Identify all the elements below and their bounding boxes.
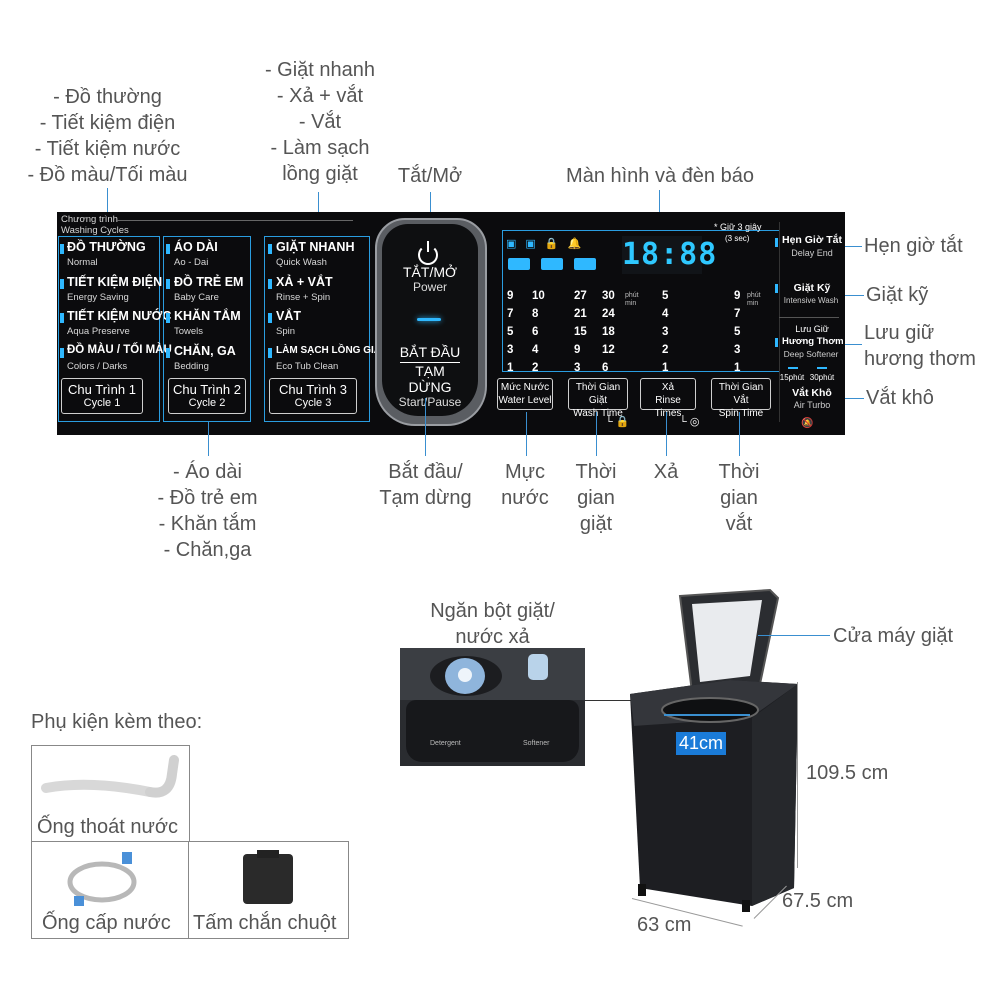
grid-number: 3 — [734, 344, 741, 356]
cycle-normal[interactable]: ĐỒ THƯỜNG — [67, 240, 146, 254]
section-title: Chương trình — [61, 214, 118, 225]
airturbo-annotation: Vắt khô — [866, 387, 934, 409]
cycle-aqua-preserve[interactable]: TIẾT KIỆM NƯỚC — [67, 309, 172, 323]
air-turbo-button[interactable]: Vắt Khô — [792, 387, 832, 399]
cycle3-group — [264, 236, 370, 422]
cycle-colors-darks[interactable]: ĐỒ MÀU / TỐI MÀU — [67, 344, 172, 356]
grid-number: 7 — [734, 308, 741, 320]
intensive-wash-button[interactable]: Giặt Kỹ — [793, 282, 831, 294]
mouse-guard-icon — [243, 850, 293, 904]
grid-number: 9 — [574, 344, 581, 356]
cycle-baby-care[interactable]: ĐỒ TRẺ EM — [174, 275, 244, 289]
cycle1-group — [58, 236, 160, 422]
mute-icon: 🔕 — [801, 418, 814, 429]
tub-lock-icon: └ ◎ — [679, 416, 700, 428]
intensive-annotation: Giặt kỹ — [866, 284, 929, 306]
grid-number: 1 — [507, 362, 514, 374]
cycle-ao-dai[interactable]: ÁO DÀI — [174, 240, 218, 254]
cycle-energy-saving[interactable]: TIẾT KIỆM ĐIỆN — [67, 275, 163, 289]
start-pause-button[interactable]: BẮT ĐẦU TẠM DỪNG Start/Pause — [398, 344, 462, 409]
grid-number: 5 — [507, 326, 514, 338]
section-subtitle: Washing Cycles — [61, 225, 129, 236]
grid-number: 4 — [532, 344, 539, 356]
grid-number: 6 — [602, 362, 609, 374]
start-pause-annotation: Bắt đầu/ Tạm dừng — [379, 461, 472, 509]
grid-number: 27 — [574, 290, 587, 302]
grid-number: 4 — [662, 308, 669, 320]
grid-number: 8 — [532, 308, 539, 320]
cycle1-button[interactable]: Chu Trình 1 Cycle 1 — [61, 378, 143, 414]
grid-number: 15 — [574, 326, 587, 338]
cycle-towels[interactable]: KHĂN TẮM — [174, 309, 241, 323]
drain-hose-icon — [41, 755, 179, 798]
cycle-bedding[interactable]: CHĂN, GA — [174, 344, 236, 358]
power-button[interactable]: TẮT/MỞ Power — [403, 264, 457, 294]
grid-number: 24 — [602, 308, 615, 320]
grid-number: 1 — [734, 362, 741, 374]
grid-number: 2 — [662, 344, 669, 356]
grid-number: 1 — [662, 362, 669, 374]
detergent-drawer-photo: Detergent Softener — [400, 648, 585, 766]
washing-machine — [630, 588, 798, 912]
cycle2-group — [163, 236, 251, 422]
grid-number: 5 — [734, 326, 741, 338]
grid-number: 7 — [507, 308, 514, 320]
width-dimension: 63 cm — [637, 914, 692, 936]
grid-number: 10 — [532, 290, 545, 302]
cycle-quick-wash[interactable]: GIẶT NHANH — [276, 240, 355, 254]
display-annotation: Màn hình và đèn báo — [566, 165, 754, 187]
delay-end-button[interactable]: Hẹn Giờ Tắt — [782, 234, 842, 246]
power-annotation: Tắt/Mở — [397, 165, 463, 187]
accessory-inlet-hose: Ống cấp nước — [31, 841, 190, 939]
inner-width-label: 41cm — [676, 732, 727, 755]
grid-number: 3 — [662, 326, 669, 338]
detergent-annotation: Ngăn bột giặt/ nước xả — [430, 600, 555, 648]
delay-annotation: Hẹn giờ tắt — [864, 235, 963, 257]
cycle-eco-tub-clean[interactable]: LÀM SẠCH LỒNG GIẶT — [276, 345, 388, 356]
height-dimension: 109.5 cm — [806, 762, 889, 784]
digital-display: 18:88 — [622, 236, 718, 274]
inlet-hose-icon — [67, 852, 137, 906]
grid-number: 5 — [662, 290, 669, 302]
rinse-annotation: Xả — [653, 461, 679, 483]
child-lock-icon: └ 🔒 — [605, 416, 630, 428]
control-panel: Chương trình Washing Cycles ĐỒ THƯỜNG No… — [57, 212, 845, 435]
wash-time-annotation: Thời gian giặt — [575, 461, 617, 535]
spin-time-button[interactable]: Thời Gian Vắt Spin Time — [711, 378, 771, 419]
grid-number: 9 — [507, 290, 514, 302]
door-annotation: Cửa máy giặt — [833, 625, 954, 647]
softener-annotation: Lưu giữ hương thơm — [864, 322, 976, 370]
water-level-annotation: Mực nước — [501, 461, 549, 509]
wash-time-button[interactable]: Thời Gian Giặt Wash Time — [568, 378, 628, 419]
spin-time-annotation: Thời gian vắt — [718, 461, 760, 535]
grid-number: 12 — [602, 344, 615, 356]
grid-number: 21 — [574, 308, 587, 320]
depth-dimension: 67.5 cm — [782, 890, 854, 912]
grid-number: 6 — [532, 326, 539, 338]
accessory-drain-hose: Ống thoát nước — [31, 745, 190, 843]
cycle3-annotation: - Giặt nhanh - Xả + vắt - Vắt - Làm sạch… — [264, 59, 376, 185]
deep-softener-button[interactable]: Hương Thơm — [782, 336, 844, 347]
cycle2-annotation: - Áo dài - Đồ trẻ em - Khăn tắm - Chăn,g… — [157, 461, 258, 561]
status-icons: ▣▣🔒🔔 — [506, 238, 591, 250]
water-level-button[interactable]: Mức Nước Water Level — [497, 378, 553, 410]
power-icon — [418, 245, 438, 265]
grid-number: 18 — [602, 326, 615, 338]
softener-cup-icon — [528, 654, 548, 680]
cycle2-button[interactable]: Chu Trình 2 Cycle 2 — [168, 378, 246, 414]
cycle1-annotation: - Đồ thường - Tiết kiệm điện - Tiết kiệm… — [27, 86, 188, 186]
cycle3-button[interactable]: Chu Trình 3 Cycle 3 — [269, 378, 357, 414]
wash-stage-icons — [508, 258, 608, 272]
cycle-spin[interactable]: VẮT — [276, 309, 301, 323]
cycle-rinse-spin[interactable]: XẢ + VẮT — [276, 275, 333, 289]
accessories-title: Phụ kiện kèm theo: — [31, 711, 203, 733]
rinse-times-button[interactable]: Xả Rinse Times — [640, 378, 696, 419]
grid-number: 3 — [507, 344, 514, 356]
grid-number: 30 — [602, 290, 615, 302]
grid-number: 9 — [734, 290, 741, 302]
grid-number: 3 — [574, 362, 581, 374]
accessory-mouse-guard: Tấm chắn chuột — [188, 841, 349, 939]
grid-number: 2 — [532, 362, 539, 374]
